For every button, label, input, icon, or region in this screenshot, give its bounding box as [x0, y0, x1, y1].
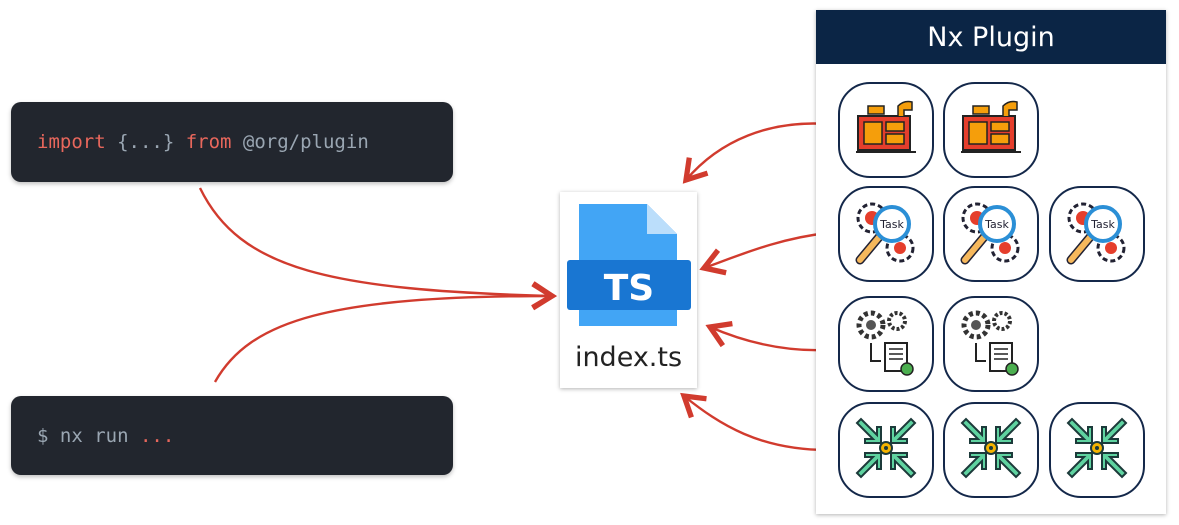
arrow-gears — [705, 321, 829, 352]
generator-machine-icon — [959, 98, 1023, 162]
compress-arrows-icon — [956, 413, 1026, 487]
svg-text:Task: Task — [1090, 218, 1115, 231]
plugin-tile-compress-arrows — [1049, 402, 1145, 498]
task-executor-icon: Task — [1061, 196, 1133, 272]
plugin-tile-gears-document — [943, 296, 1039, 392]
index-ts-file: TS index.ts — [560, 192, 697, 388]
run-command: $ nx run — [37, 424, 140, 447]
keyword-import: import — [37, 131, 106, 153]
generator-machine-icon — [854, 98, 918, 162]
import-code-block: import {...} from @org/plugin — [11, 102, 453, 182]
plugin-tile-gears-document — [838, 296, 934, 392]
gears-document-icon — [853, 307, 919, 381]
plugin-tile-task-executor: Task — [943, 186, 1039, 282]
module-name: @org/plugin — [231, 131, 369, 153]
plugin-tile-task-executor: Task — [1049, 186, 1145, 282]
arrow-import — [198, 187, 557, 310]
panel-title: Nx Plugin — [816, 10, 1166, 64]
plugin-tile-task-executor: Task — [838, 186, 934, 282]
keyword-from: from — [185, 131, 232, 153]
plugin-tile-compress-arrows — [838, 402, 934, 498]
arrow-executors — [699, 231, 829, 276]
arrow-generators — [682, 122, 829, 184]
compress-arrows-icon — [1062, 413, 1132, 487]
run-code-block: $ nx run ... — [11, 396, 453, 475]
arrow-run — [213, 281, 557, 383]
typescript-file-icon: TS — [567, 204, 691, 326]
svg-text:Task: Task — [879, 218, 904, 231]
gears-document-icon — [958, 307, 1024, 381]
file-name: index.ts — [574, 342, 683, 373]
plugin-tile-generator-machine — [838, 82, 934, 178]
arrow-compress — [680, 392, 829, 452]
task-executor-icon: Task — [955, 196, 1027, 272]
import-braces: {...} — [105, 131, 186, 153]
compress-arrows-icon — [851, 413, 921, 487]
plugin-tile-compress-arrows — [943, 402, 1039, 498]
run-args: ... — [139, 424, 175, 447]
ts-badge: TS — [604, 268, 654, 309]
plugin-tile-generator-machine — [943, 82, 1039, 178]
svg-text:Task: Task — [984, 218, 1009, 231]
task-executor-icon: Task — [850, 196, 922, 272]
